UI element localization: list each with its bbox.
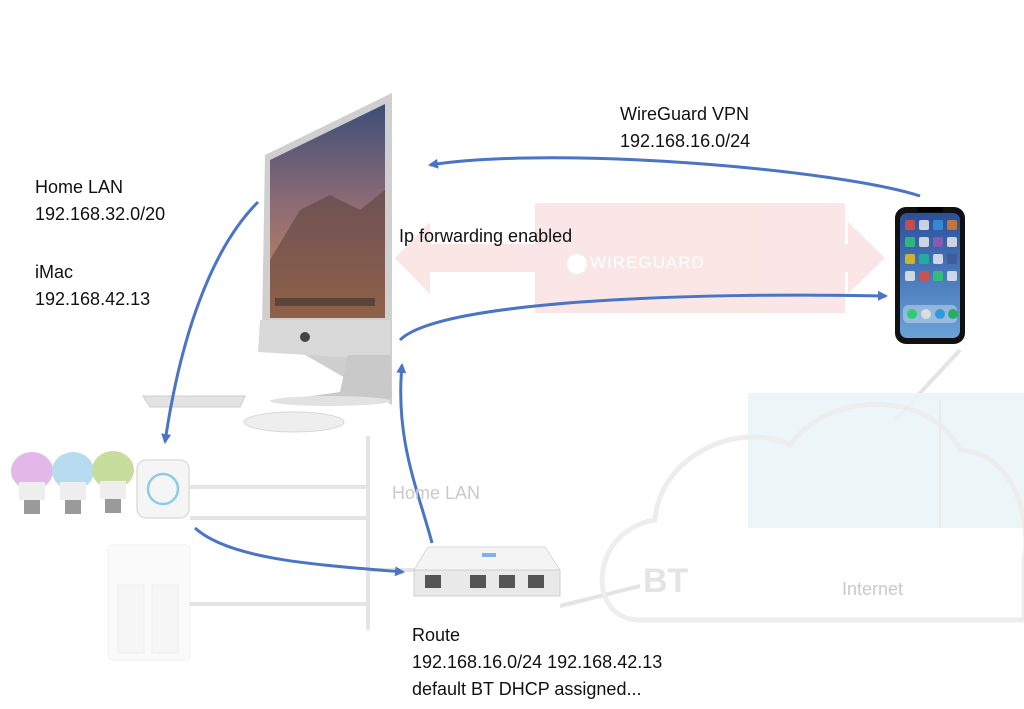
wireguard-subnet: 192.168.16.0/24	[620, 131, 751, 151]
route-title: Route	[412, 625, 461, 645]
arrow-router-to-imac	[396, 363, 434, 544]
wireguard-logo-text: WIREGUARD	[590, 253, 705, 272]
wireguard-title: WireGuard VPN	[620, 104, 750, 124]
home-lan-subnet: 192.168.32.0/20	[35, 204, 166, 224]
home-lan-lines	[190, 348, 962, 630]
route-line-1: 192.168.16.0/24 192.168.42.13	[412, 652, 663, 672]
faint-home-lan-label: Home LAN	[392, 483, 481, 503]
ip-forwarding-label: Ip forwarding enabled	[399, 226, 573, 246]
arrow-imac-to-phone	[398, 290, 888, 342]
nas-icon	[107, 544, 191, 661]
hue-bridge-icon	[136, 459, 190, 519]
router-icon	[413, 546, 561, 597]
internet-cloud	[599, 393, 1024, 623]
flow-arrows	[161, 156, 921, 577]
imac-ip: 192.168.42.13	[35, 289, 151, 309]
imac-title: iMac	[35, 262, 74, 282]
arrow-bridge-to-router	[193, 526, 405, 577]
imac-icon	[258, 93, 392, 406]
home-lan-title: Home LAN	[35, 177, 124, 197]
faint-internet-label: Internet	[842, 579, 904, 599]
arrow-imac-to-lan	[161, 200, 260, 444]
keyboard-icon	[142, 395, 246, 408]
iphone-icon	[895, 207, 965, 344]
bt-logo: BT	[643, 562, 689, 600]
hue-bulbs-icon	[11, 451, 134, 514]
arrow-phone-to-imac	[428, 156, 921, 198]
mouse-icon	[243, 411, 345, 433]
route-line-2: default BT DHCP assigned...	[412, 679, 642, 699]
wireguard-banner	[395, 203, 885, 313]
